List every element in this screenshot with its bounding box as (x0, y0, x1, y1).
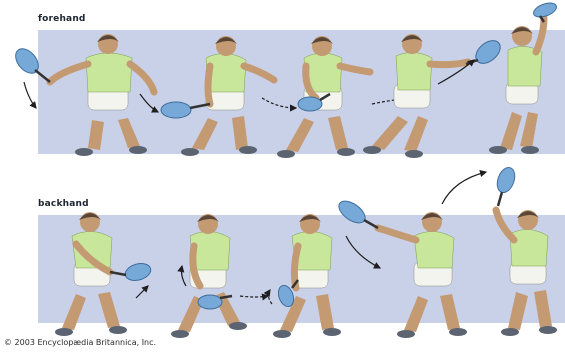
motion-arrow-icon (136, 286, 148, 298)
motion-arrow-icon (182, 266, 187, 286)
motion-arrow-icon (442, 172, 486, 204)
backhand-figure-5 (496, 210, 557, 336)
tennis-racket-icon (466, 36, 505, 68)
tennis-racket-icon (110, 261, 153, 283)
motion-arrow-icon (268, 290, 272, 304)
copyright-credit: © 2003 Encyclopædia Britannica, Inc. (4, 338, 156, 347)
backhand-figure-3 (273, 214, 341, 338)
motion-arrow-icon (140, 94, 158, 112)
tennis-racket-icon (494, 165, 518, 206)
motion-arrow-icon (240, 296, 268, 297)
tennis-racket-icon (161, 102, 210, 118)
forehand-figure-1 (50, 34, 154, 156)
backhand-figure-4 (378, 212, 467, 338)
tennis-racket-icon (335, 197, 378, 228)
motion-arrow-icon (262, 98, 296, 108)
motion-arrow-icon (24, 82, 36, 108)
forehand-figure-5 (489, 18, 544, 154)
tennis-racket-icon (11, 44, 50, 82)
forehand-figure-4 (363, 34, 468, 158)
motion-arrow-icon (346, 236, 380, 268)
forehand-figure-2 (181, 36, 274, 156)
